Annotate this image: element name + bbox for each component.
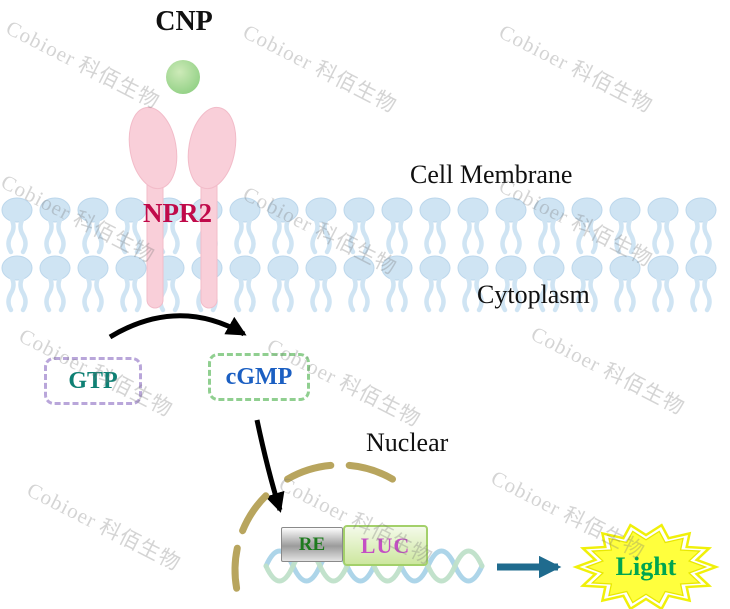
gtp-to-cgmp-arrow — [108, 313, 247, 340]
nuclear-envelope-graphic — [231, 461, 396, 592]
cell-membrane-label: Cell Membrane — [410, 160, 573, 189]
cnp-label: CNP — [155, 6, 213, 37]
luciferase-box: LUC — [343, 525, 428, 566]
npr2-label: NPR2 — [143, 198, 212, 228]
gtp-label: GTP — [68, 367, 118, 394]
cytoplasm-label: Cytoplasm — [477, 280, 590, 309]
response-element-box: RE — [281, 527, 343, 562]
cgmp-label: cGMP — [225, 363, 293, 390]
gtp-box: GTP — [44, 357, 142, 405]
light-label: Light — [615, 552, 677, 581]
npr2-receptor-graphic — [128, 106, 237, 309]
luc-label: LUC — [360, 532, 411, 558]
cgmp-box: cGMP — [208, 353, 310, 401]
light-starburst — [572, 523, 720, 609]
cgmp-to-nucleus-arrow — [254, 419, 285, 513]
re-label: RE — [298, 533, 326, 555]
cnp-ligand-icon — [166, 60, 200, 94]
cell-membrane-graphic — [2, 198, 716, 310]
nuclear-label: Nuclear — [366, 428, 449, 457]
